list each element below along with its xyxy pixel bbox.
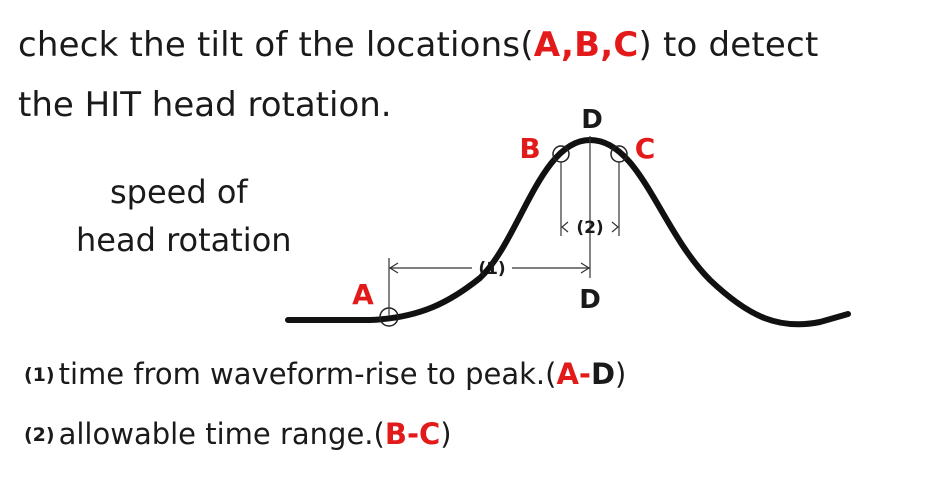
note-1-point-end: D xyxy=(590,357,616,391)
interval-2-label: (2) xyxy=(576,218,603,238)
note-1-number: (1) xyxy=(24,364,55,386)
heading-line-2: the HIT head rotation. xyxy=(18,85,392,125)
interval-1-arrow-left xyxy=(388,262,399,274)
interval-1-arrow-right xyxy=(580,262,591,274)
note-1-point-start: A xyxy=(556,357,579,391)
label-b: B xyxy=(519,132,540,165)
interval-2-arrow-left xyxy=(561,221,569,233)
note-1: (1)time from waveform-rise to peak.(A-D) xyxy=(24,360,626,389)
heading-point-c: C xyxy=(613,25,639,65)
heading-point-b: B xyxy=(574,25,601,65)
label-d-bottom: D xyxy=(579,285,601,315)
interval-2-arrow-right xyxy=(611,221,619,233)
heading-suffix: ) to detect xyxy=(638,25,819,65)
interval-1-label: (1) xyxy=(478,259,505,279)
note-2: (2)allowable time range.(B-C) xyxy=(24,420,452,449)
heading-comma: , xyxy=(560,25,575,65)
heading-line-1: check the tilt of the locations(A,B,C) t… xyxy=(18,28,818,62)
heading-point-a: A xyxy=(533,25,561,65)
note-2-point-end: C xyxy=(419,417,441,451)
heading-comma: , xyxy=(600,25,614,65)
note-2-text: allowable time range.( xyxy=(58,417,385,451)
note-1-dash: - xyxy=(578,357,591,391)
heading-prefix: check the tilt of the locations( xyxy=(18,25,534,65)
label-c: C xyxy=(635,132,656,165)
note-2-dash: - xyxy=(406,417,419,451)
label-d-top: D xyxy=(581,105,603,135)
side-label-line-2: head rotation xyxy=(76,221,292,259)
note-2-close: ) xyxy=(440,417,452,451)
note-2-point-start: B xyxy=(384,417,407,451)
note-1-close: ) xyxy=(615,357,627,391)
label-a: A xyxy=(352,278,374,311)
side-label-line-1: speed of xyxy=(110,173,248,211)
note-2-number: (2) xyxy=(24,424,55,446)
note-1-text: time from waveform-rise to peak.( xyxy=(58,357,557,391)
